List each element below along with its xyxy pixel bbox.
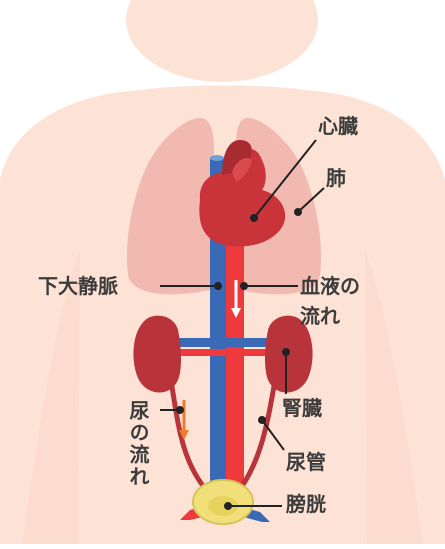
renal-vein — [176, 338, 272, 347]
lung-label: 肺 — [326, 168, 346, 188]
svc-top — [210, 155, 224, 161]
ivc-label: 下大静脈 — [38, 276, 118, 296]
heart-label: 心臓 — [318, 116, 358, 136]
blood-leader-dot — [241, 283, 247, 289]
ivc-leader-dot — [215, 283, 221, 289]
lung-leader-dot — [295, 209, 301, 215]
left-kidney — [133, 316, 181, 393]
heart-leader-dot — [251, 215, 257, 221]
urine-leader-dot — [177, 407, 183, 413]
head — [126, 0, 318, 82]
ureter-label: 尿管 — [286, 452, 326, 472]
renal-artery — [180, 349, 270, 356]
urine-flow-label: 尿の流れ — [128, 400, 148, 488]
blood-flow-label-line2: 流れ — [300, 306, 340, 326]
kidney-label: 腎臓 — [282, 398, 322, 418]
kidney-leader-dot — [283, 349, 289, 355]
bladder-label: 膀胱 — [286, 494, 326, 514]
blood-flow-label-line1: 血液の — [300, 276, 360, 296]
bladder-leader-dot — [225, 503, 231, 509]
ureter-leader-dot — [259, 417, 265, 423]
